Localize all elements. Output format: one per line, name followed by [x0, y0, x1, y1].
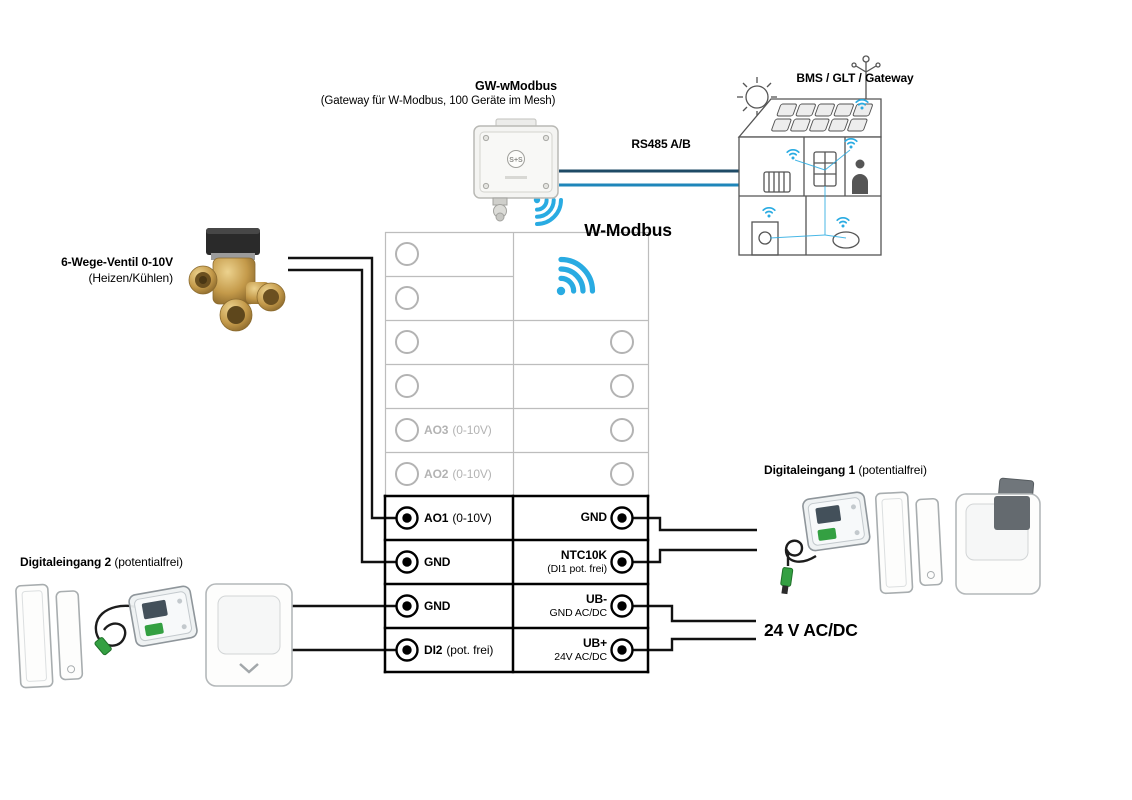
rs485-bus-lines [559, 169, 739, 187]
bms-network-links [769, 149, 851, 239]
person-icon [852, 159, 868, 194]
di2-qualifier: (potentialfrei) [114, 555, 183, 569]
terminal-label-right-ntc10k: NTC10K(DI1 pot. frei) [547, 548, 607, 575]
gateway-device-illustration: S+S [473, 118, 559, 222]
bms-building-illustration [737, 55, 882, 256]
control-panel-icon [813, 151, 837, 187]
gateway-title: GW-wModbus [474, 79, 558, 93]
radiator-icon [763, 171, 791, 193]
wmodbus-label: W-Modbus [584, 220, 672, 240]
radio-sensor-2-illustration [94, 585, 198, 656]
terminal-label-right-ub: UB+24V AC/DC [554, 636, 607, 663]
terminal-label-left-di2: DI2(pot. frei) [424, 643, 494, 657]
terminal-label-right-ub: UB-GND AC/DC [549, 592, 608, 619]
weather-station-icon [851, 55, 881, 99]
terminal-label-left-ao3: AO3(0-10V) [424, 423, 492, 437]
ss-logo-text: S+S [509, 157, 523, 164]
di1-label: Digitaleingang 1 (potentialfrei) [764, 463, 927, 477]
terminal-circles-inactive [395, 242, 634, 486]
card-switch-1-illustration [955, 477, 1041, 595]
gateway-subtitle: (Gateway für W-Modbus, 100 Geräte im Mes… [320, 95, 556, 107]
terminal-circles-active [395, 506, 634, 662]
di2-label: Digitaleingang 2 (potentialfrei) [20, 555, 183, 569]
di2-name: Digitaleingang 2 [20, 555, 112, 569]
terminal-label-left-gnd: GND [424, 555, 451, 569]
valve-label: 6-Wege-Ventil 0-10V (Heizen/Kühlen) [28, 254, 173, 286]
valve-title: 6-Wege-Ventil 0-10V [61, 255, 173, 269]
power-label: 24 V AC/DC [764, 620, 858, 640]
sun-icon [737, 77, 777, 117]
di1-name: Digitaleingang 1 [764, 463, 856, 477]
terminal-label-left-ao1: AO1(0-10V) [424, 511, 492, 525]
terminal-label-left-gnd: GND [424, 599, 451, 613]
room-device-icon [832, 231, 860, 249]
ss-logo-icon [507, 150, 525, 168]
terminal-grid [383, 231, 650, 674]
terminal-block: AO3(0-10V) AO2(0-10V) AO1(0-10V) GND GND DI2(… [385, 232, 648, 672]
solar-panels-icon [771, 103, 873, 132]
radio-sensor-1-illustration [780, 491, 871, 595]
valve-illustration [188, 228, 286, 332]
terminal-label-right-gnd: GND [580, 510, 607, 525]
di1-qualifier: (potentialfrei) [858, 463, 927, 477]
bms-label: BMS / GLT / Gateway [796, 71, 914, 85]
card-switch-2-illustration [205, 583, 293, 687]
terminal-label-left-ao2: AO2(0-10V) [424, 467, 492, 481]
valve-subtitle: (Heizen/Kühlen) [88, 271, 173, 286]
door-contact-2-illustration [15, 583, 84, 689]
rs485-label: RS485 A/B [631, 137, 691, 151]
door-contact-1-illustration [874, 491, 943, 595]
cable-gland-icon [492, 197, 508, 222]
